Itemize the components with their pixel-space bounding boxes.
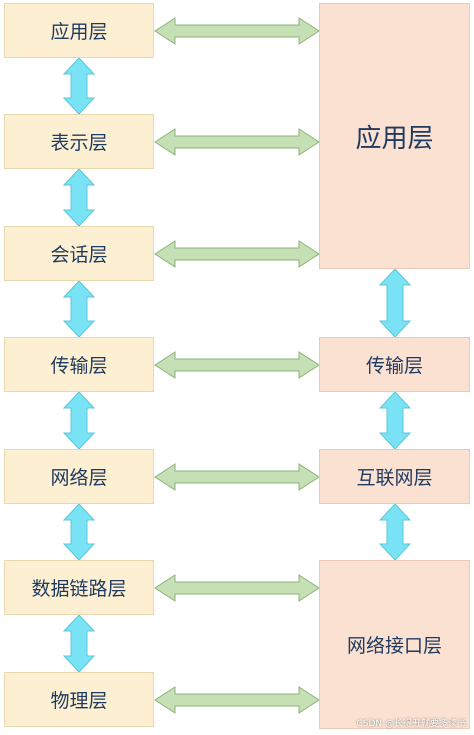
osi-data-link-layer: 数据链路层 xyxy=(4,560,154,615)
osi-network-layer: 网络层 xyxy=(4,449,154,504)
tcpip-transport-layer: 传输层 xyxy=(319,337,470,392)
tcpip-vertical-arrow-1 xyxy=(378,268,412,338)
osi-vertical-arrow-4 xyxy=(62,391,96,450)
osi-application-layer: 应用层 xyxy=(4,3,154,58)
tcpip-application-layer: 应用层 xyxy=(319,3,470,269)
osi-session-layer: 会话层 xyxy=(4,226,154,281)
horizontal-arrow-1 xyxy=(154,17,320,45)
horizontal-arrow-4 xyxy=(154,351,320,379)
osi-vertical-arrow-2 xyxy=(62,168,96,227)
osi-physical-layer: 物理层 xyxy=(4,672,154,727)
tcpip-vertical-arrow-3 xyxy=(378,503,412,561)
osi-transport-layer: 传输层 xyxy=(4,337,154,392)
vertical-arrows xyxy=(62,57,412,673)
tcpip-vertical-arrow-2 xyxy=(378,391,412,450)
horizontal-arrows xyxy=(154,17,320,714)
horizontal-arrow-6 xyxy=(154,574,320,602)
horizontal-arrow-3 xyxy=(154,240,320,268)
osi-vertical-arrow-6 xyxy=(62,614,96,673)
horizontal-arrow-2 xyxy=(154,128,320,156)
watermark: CSDN @长得丑就要多读书 xyxy=(356,719,466,729)
osi-presentation-layer: 表示层 xyxy=(4,114,154,169)
tcpip-network-interface-layer: 网络接口层 xyxy=(319,560,470,729)
osi-vertical-arrow-5 xyxy=(62,503,96,561)
horizontal-arrow-5 xyxy=(154,463,320,491)
osi-vertical-arrow-1 xyxy=(62,57,96,115)
tcpip-internet-layer: 互联网层 xyxy=(319,449,470,504)
osi-vertical-arrow-3 xyxy=(62,280,96,338)
horizontal-arrow-7 xyxy=(154,686,320,714)
